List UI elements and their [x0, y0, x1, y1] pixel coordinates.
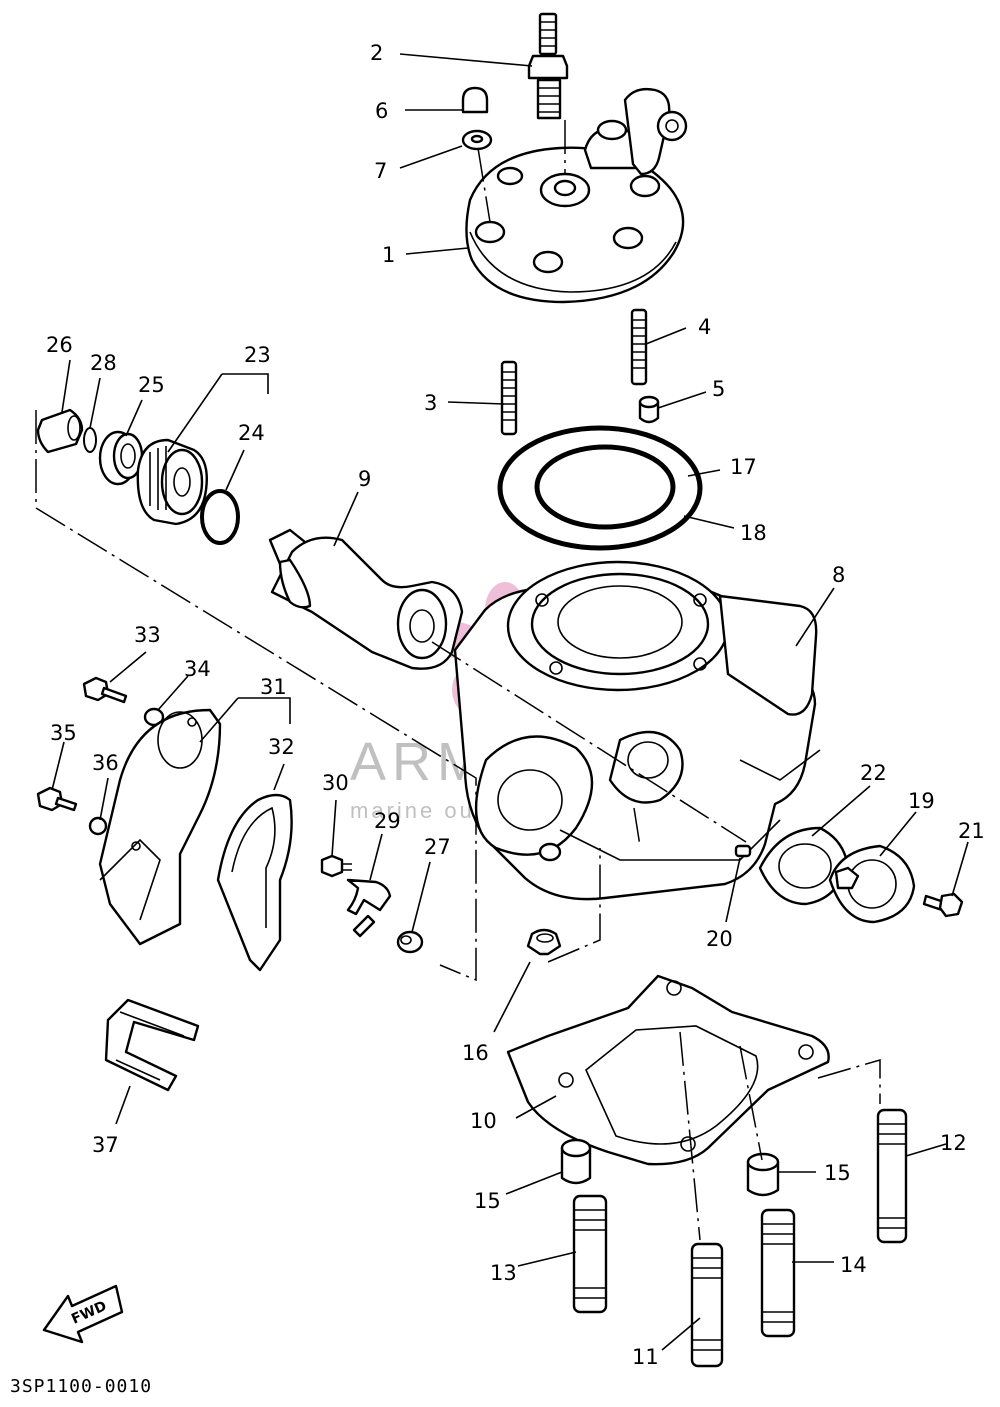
washer-36: [88, 816, 108, 836]
callout-14: 14: [840, 1253, 867, 1277]
callout-16: 16: [462, 1041, 489, 1065]
bearing-25: [98, 430, 144, 486]
callout-25: 25: [138, 373, 165, 397]
dowel-pin-5: [638, 395, 660, 424]
valve-housing-23: [136, 438, 208, 526]
callout-36: 36: [92, 751, 119, 775]
callout-4: 4: [698, 315, 711, 339]
stud-bolt-12: [876, 1108, 908, 1244]
callout-26: 26: [46, 333, 73, 357]
o-ring-24: [200, 489, 240, 545]
leader-lines: [51, 53, 969, 1351]
assembly-center-lines: [35, 120, 881, 1241]
callout-31: 31: [260, 675, 287, 699]
callout-labels: 2 6 7 1 3 4 5 17 18 8 9 26 28 25 23 24 3…: [46, 41, 985, 1369]
callout-7: 7: [374, 159, 387, 183]
callout-30: 30: [322, 771, 349, 795]
lever-29: [346, 878, 392, 938]
callout-3: 3: [424, 391, 437, 415]
exhaust-valve-9: [268, 528, 464, 670]
nut-16: [526, 928, 562, 956]
callout-19: 19: [908, 789, 935, 813]
callout-8: 8: [832, 563, 845, 587]
callout-20: 20: [706, 927, 733, 951]
callout-27: 27: [424, 835, 451, 859]
callout-22: 22: [860, 761, 887, 785]
callout-12: 12: [940, 1131, 967, 1155]
pin-20: [734, 844, 752, 858]
callout-35: 35: [50, 721, 77, 745]
bolt-35: [36, 786, 78, 812]
callout-18: 18: [740, 521, 767, 545]
stud-bolt-4: [630, 308, 648, 386]
document-code: 3SP1100-0010: [10, 1376, 152, 1397]
callout-2: 2: [370, 41, 383, 65]
cylinder-head-gasket-17: [534, 444, 676, 530]
o-ring-28: [83, 427, 97, 453]
cylinder-base-gasket-10: [506, 974, 830, 1166]
callout-13: 13: [490, 1261, 517, 1285]
dowel-15a: [560, 1138, 592, 1185]
callout-24: 24: [238, 421, 265, 445]
callout-21: 21: [958, 819, 985, 843]
bolt-33: [82, 676, 128, 704]
gasket-22: [758, 826, 848, 906]
callout-37: 37: [92, 1133, 119, 1157]
callout-23: 23: [244, 343, 271, 367]
stud-bolt-14: [760, 1208, 796, 1338]
fwd-direction-arrow: FWD: [42, 1284, 124, 1344]
callout-28: 28: [90, 351, 117, 375]
cylinder-head-gasket-18: [497, 425, 703, 551]
collar-27: [396, 930, 424, 954]
callout-5: 5: [712, 377, 725, 401]
pump-cover-31: [98, 708, 222, 946]
callout-15-right: 15: [824, 1161, 851, 1185]
callout-11: 11: [632, 1345, 659, 1369]
callout-9: 9: [358, 467, 371, 491]
callout-15-left: 15: [474, 1189, 501, 1213]
washer: [461, 129, 493, 151]
callout-17: 17: [730, 455, 757, 479]
exhaust-cover-19: [828, 844, 916, 924]
pump-gasket-32: [216, 793, 293, 972]
dowel-15b: [746, 1152, 780, 1197]
bolt-30: [320, 854, 352, 878]
callout-32: 32: [268, 735, 295, 759]
cylinder-head: [465, 87, 688, 304]
bolt-21: [922, 892, 964, 918]
callout-33: 33: [134, 623, 161, 647]
stud-bolt-13: [572, 1194, 608, 1314]
cylinder: [453, 560, 821, 901]
callout-6: 6: [375, 99, 388, 123]
callout-1: 1: [382, 243, 395, 267]
cap-nut: [461, 86, 489, 114]
clip-37: [104, 998, 200, 1092]
spark-plug: [527, 12, 569, 120]
callout-34: 34: [184, 657, 211, 681]
stud-bolt-11: [690, 1242, 724, 1368]
cap-26: [36, 408, 84, 454]
stud-bolt-3: [500, 360, 518, 436]
callout-29: 29: [374, 809, 401, 833]
callout-10: 10: [470, 1109, 497, 1133]
